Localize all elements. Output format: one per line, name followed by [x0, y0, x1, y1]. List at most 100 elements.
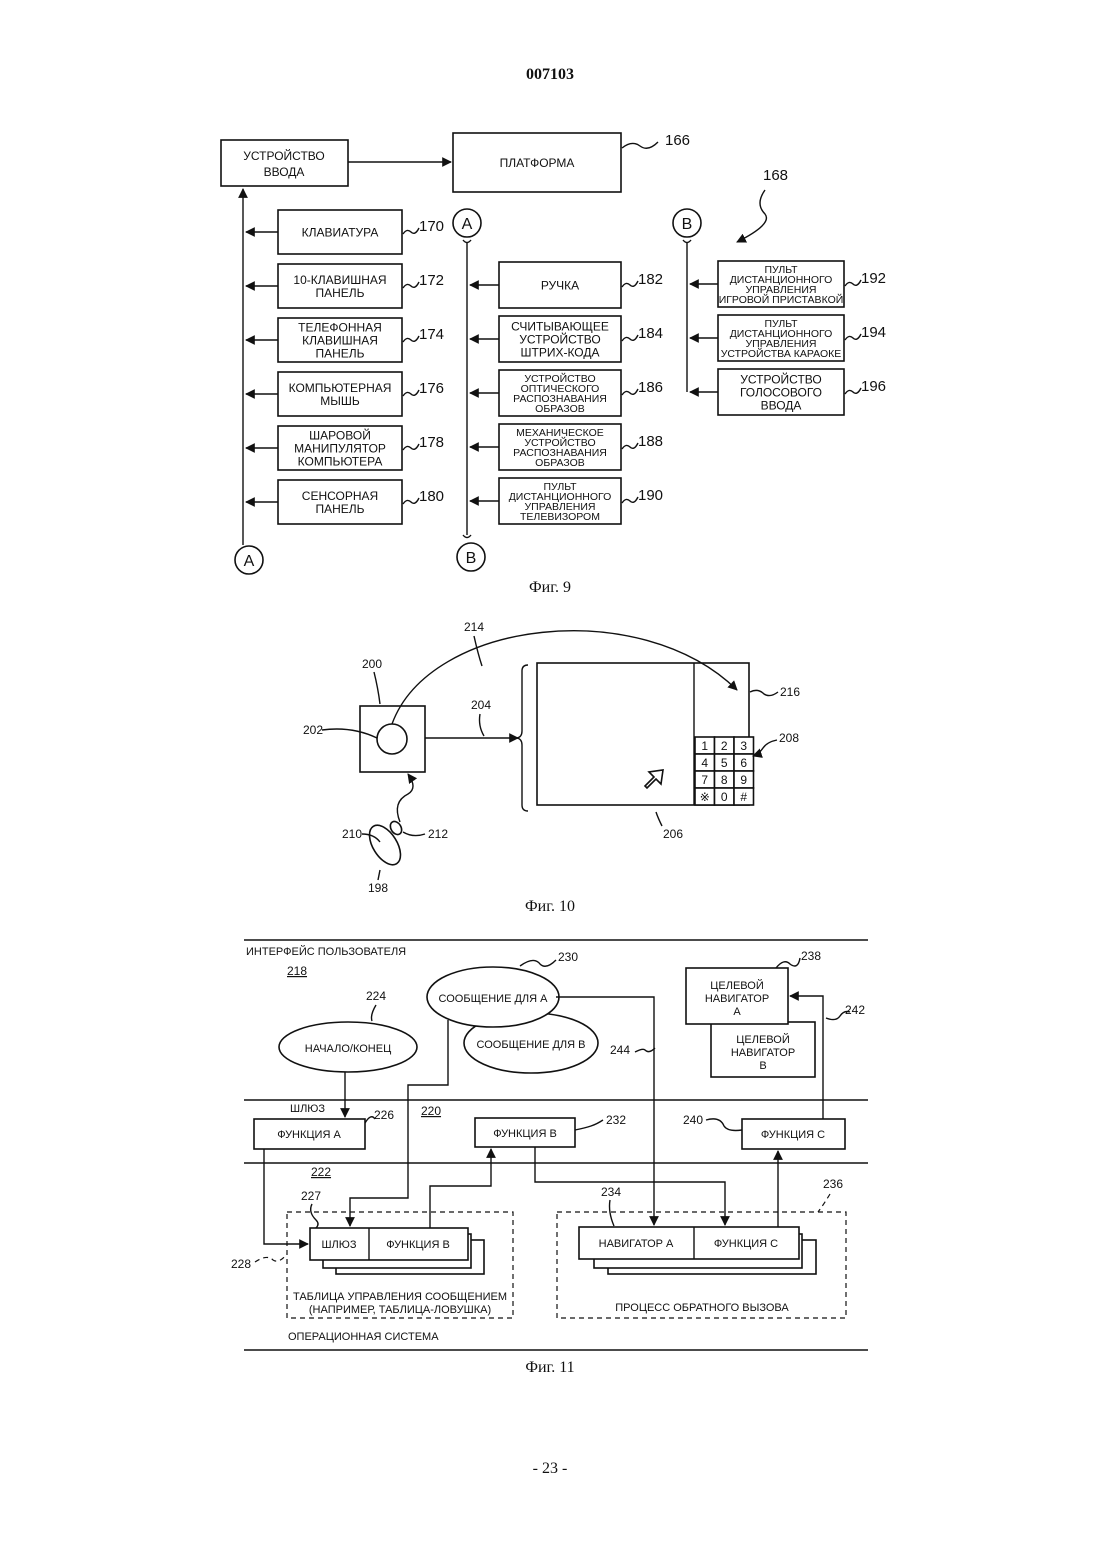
mid-item-leader-182 [622, 281, 638, 287]
os-layer-label: ОПЕРАЦИОННАЯ СИСТЕМА [288, 1331, 439, 1343]
mouse-198 [363, 819, 407, 870]
connector-a-top-label: A [462, 216, 473, 233]
ref-170: 170 [419, 218, 444, 235]
right-item-label-194: УСТРОЙСТВА КАРАОКЕ [721, 347, 842, 360]
ref-174: 174 [419, 326, 444, 343]
ref-242: 242 [845, 1003, 865, 1017]
right-item-label-192: ИГРОВОЙ ПРИСТАВКОЙ [719, 293, 844, 306]
ref-208: 208 [779, 731, 799, 745]
keypad-key-label: 1 [701, 739, 708, 753]
leader-206 [656, 812, 662, 826]
fig9-caption: Фиг. 9 [529, 579, 571, 596]
left-item-label-180: ПАНЕЛЬ [315, 502, 364, 516]
left-item-leader-180 [403, 498, 419, 504]
figure-9: УСТРОЙСТВО ВВОДА ПЛАТФОРМА 166 A КЛАВИАТ… [221, 132, 886, 596]
callback-func-c-cell: ФУНКЦИЯ С [714, 1238, 778, 1250]
keypad-key-label: 6 [740, 756, 747, 770]
right-item-label-196: ВВОДА [761, 398, 802, 412]
ref-227: 227 [301, 1189, 321, 1203]
target-nav-b-line3: В [759, 1060, 766, 1072]
left-item-label-174: ПАНЕЛЬ [315, 346, 364, 360]
ref-204: 204 [471, 698, 491, 712]
mid-items: РУЧКА182СЧИТЫВАЮЩЕЕУСТРОЙСТВОШТРИХ-КОДА1… [470, 262, 663, 524]
msg-b-label: СООБЩЕНИЕ ДЛЯ В [477, 1039, 586, 1051]
left-items: КЛАВИАТУРА17010-КЛАВИШНАЯПАНЕЛЬ172ТЕЛЕФО… [246, 210, 444, 524]
ref-172: 172 [419, 272, 444, 289]
ref-166: 166 [665, 132, 690, 149]
ref-190: 190 [638, 487, 663, 504]
left-item-label-170: КЛАВИАТУРА [302, 225, 379, 239]
ref-186: 186 [638, 379, 663, 396]
mid-item-label-184: ШТРИХ-КОДА [520, 345, 599, 359]
ui-layer-label: ИНТЕРФЕЙС ПОЛЬЗОВАТЕЛЯ [246, 945, 406, 958]
mid-item-leader-184 [622, 335, 638, 341]
ref-232: 232 [606, 1113, 626, 1127]
ref-218: 218 [287, 964, 307, 978]
ref-182: 182 [638, 271, 663, 288]
left-item-label-172: 10-КЛАВИШНАЯ [293, 273, 386, 287]
leader-168 [737, 190, 766, 242]
left-item-label-174: КЛАВИШНАЯ [302, 333, 378, 347]
table-gateway-cell: ШЛЮЗ [321, 1239, 356, 1251]
leader-232 [575, 1120, 603, 1130]
break-mark-c [683, 240, 691, 243]
keypad-key-label: 5 [721, 756, 728, 770]
leader-200 [374, 672, 380, 704]
keypad-key-label: 2 [721, 739, 728, 753]
ref-180: 180 [419, 488, 444, 505]
left-item-label-174: ТЕЛЕФОННАЯ [298, 320, 382, 334]
input-device-line2: ВВОДА [264, 165, 305, 179]
mid-item-label-184: УСТРОЙСТВО [519, 331, 600, 346]
left-item-label-178: МАНИПУЛЯТОР [294, 441, 386, 455]
ref-176: 176 [419, 380, 444, 397]
right-item-label-196: УСТРОЙСТВО [740, 371, 821, 386]
keypad-key-label: 4 [701, 756, 708, 770]
leader-198 [378, 870, 380, 880]
ref-244: 244 [610, 1043, 630, 1057]
leader-214 [474, 636, 482, 666]
connector-b-top-label: B [682, 216, 693, 233]
ref-212: 212 [428, 827, 448, 841]
ref-226: 226 [374, 1108, 394, 1122]
ref-188: 188 [638, 433, 663, 450]
leader-244 [635, 1048, 655, 1052]
table-caption-line1: ТАБЛИЦА УПРАВЛЕНИЯ СООБЩЕНИЕМ [293, 1291, 507, 1303]
left-item-label-176: МЫШЬ [320, 394, 360, 408]
right-items: ПУЛЬТДИСТАНЦИОННОГОУПРАВЛЕНИЯИГРОВОЙ ПРИ… [690, 261, 886, 415]
ref-240: 240 [683, 1113, 703, 1127]
wireless-link [397, 774, 413, 822]
target-nav-b-line2: НАВИГАТОР [731, 1047, 795, 1059]
keypad-key-label: ※ [700, 790, 710, 804]
mid-item-label-188: ОБРАЗОВ [535, 457, 585, 469]
start-end-label: НАЧАЛО/КОНЕЦ [305, 1043, 391, 1055]
screen-brace [517, 665, 528, 811]
figure-10: 123456789※0# 214 200 202 204 216 208 206… [303, 620, 800, 915]
mid-item-label-190: ТЕЛЕВИЗОРОМ [520, 511, 600, 523]
right-item-label-196: ГОЛОСОВОГО [740, 385, 822, 399]
keypad-key-label: 8 [721, 773, 728, 787]
table-func-b-cell: ФУНКЦИЯ В [386, 1239, 450, 1251]
keypad-208: 123456789※0# [695, 737, 754, 805]
keypad-key-label: 0 [721, 790, 728, 804]
leader-228 [255, 1254, 287, 1262]
right-item-leader-194 [845, 334, 861, 340]
callback-nav-a-cell: НАВИГАТОР А [599, 1238, 674, 1250]
ref-216: 216 [780, 685, 800, 699]
left-item-leader-172 [403, 282, 419, 288]
left-item-leader-178 [403, 444, 419, 450]
ref-224: 224 [366, 989, 386, 1003]
keypad-key-label: # [740, 790, 747, 804]
leader-238 [776, 958, 800, 968]
ref-222: 222 [311, 1165, 331, 1179]
leader-236 [818, 1194, 830, 1212]
gateway-layer-label: ШЛЮЗ [290, 1103, 325, 1115]
left-item-label-178: КОМПЬЮТЕРА [298, 454, 383, 468]
keypad-key-label: 9 [740, 773, 747, 787]
left-item-label-172: ПАНЕЛЬ [315, 286, 364, 300]
ref-200: 200 [362, 657, 382, 671]
func-b-label: ФУНКЦИЯ В [493, 1128, 557, 1140]
fig11-caption: Фиг. 11 [525, 1359, 574, 1376]
mid-item-label-184: СЧИТЫВАЮЩЕЕ [511, 319, 609, 333]
left-item-label-178: ШАРОВОЙ [309, 427, 371, 442]
page-footer: - 23 - [0, 1460, 1100, 1478]
